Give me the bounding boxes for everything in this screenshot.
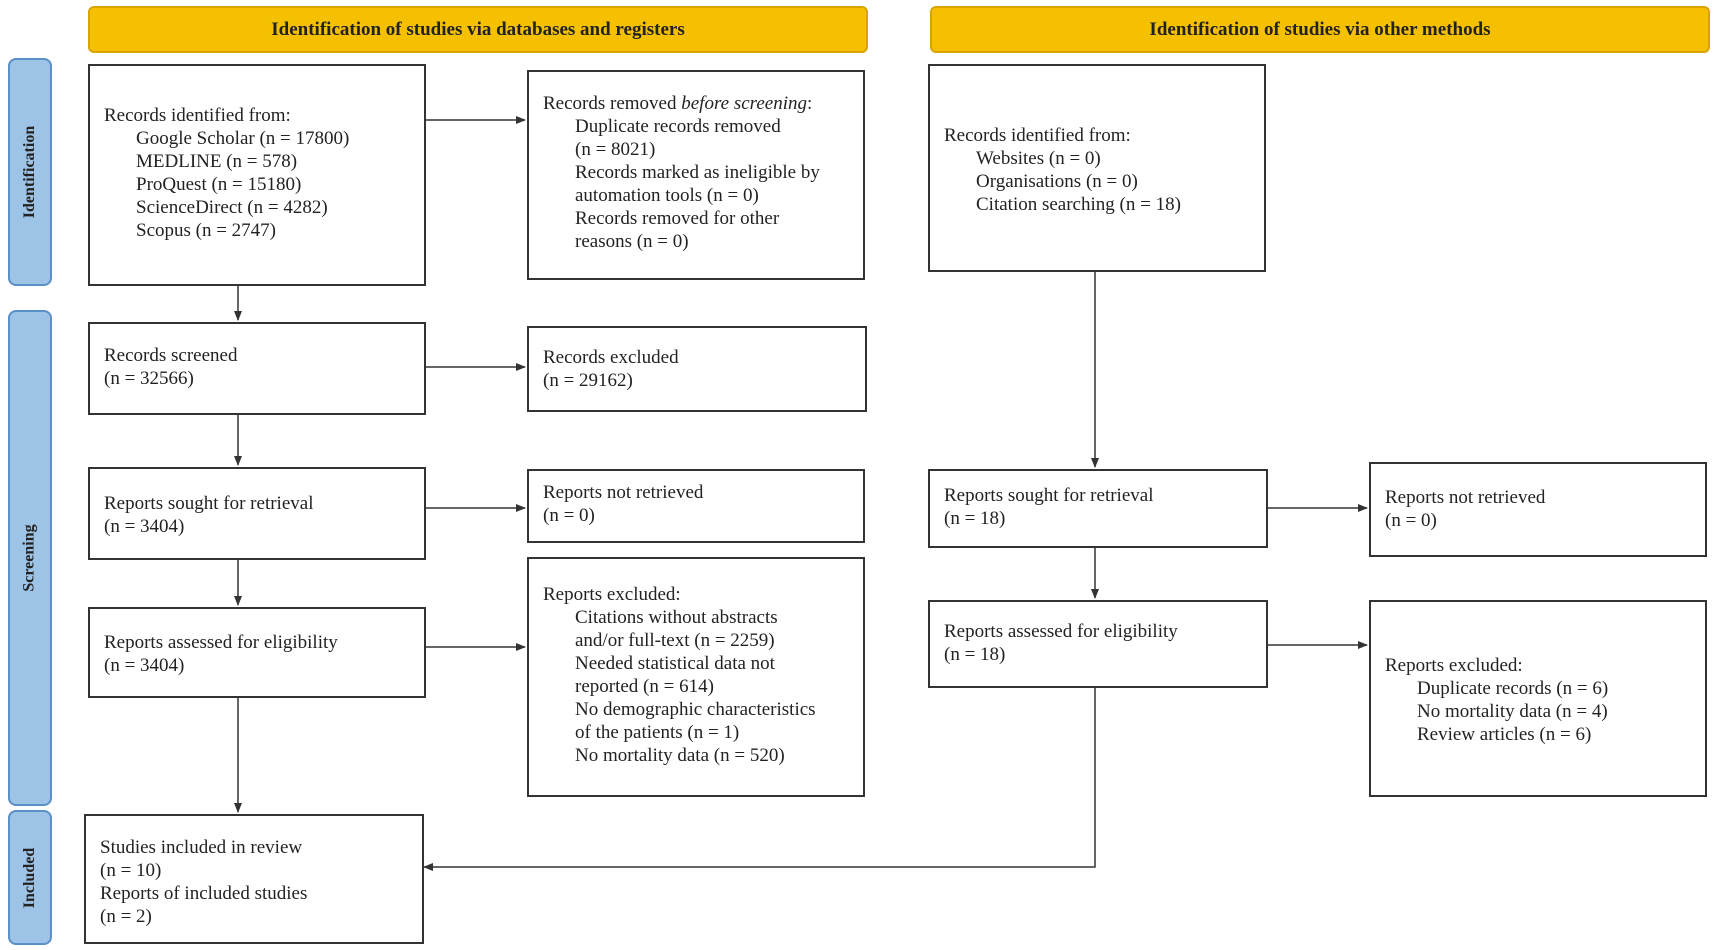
source-item: Google Scholar (n = 17800) bbox=[136, 128, 350, 149]
phase-screening: Screening bbox=[8, 310, 52, 806]
included-line: (n = 2) bbox=[100, 906, 152, 927]
reports-sought-count: (n = 3404) bbox=[104, 516, 185, 537]
removed-item: (n = 8021) bbox=[575, 139, 656, 160]
removed-item: automation tools (n = 0) bbox=[575, 185, 759, 206]
header-databases: Identification of studies via databases … bbox=[88, 6, 868, 53]
other-records-identified-box: Records identified from: Websites (n = 0… bbox=[928, 64, 1266, 272]
phase-included: Included bbox=[8, 810, 52, 945]
reports-excluded-title: Reports excluded: bbox=[543, 584, 681, 605]
studies-included-box: Studies included in review (n = 10) Repo… bbox=[84, 814, 424, 944]
excluded-item: Citations without abstracts bbox=[575, 607, 778, 628]
other-source-item: Citation searching (n = 18) bbox=[976, 194, 1181, 215]
other-reports-sought-count: (n = 18) bbox=[944, 508, 1006, 529]
reports-excluded-box: Reports excluded: Citations without abst… bbox=[527, 557, 865, 797]
included-line: Studies included in review bbox=[100, 837, 303, 858]
records-excluded-box: Records excluded (n = 29162) bbox=[527, 326, 867, 412]
phase-identification: Identification bbox=[8, 58, 52, 286]
other-reports-excluded-title: Reports excluded: bbox=[1385, 655, 1523, 676]
records-screened-label: Records screened bbox=[104, 345, 238, 366]
other-excluded-item: Review articles (n = 6) bbox=[1417, 724, 1592, 745]
other-source-item: Websites (n = 0) bbox=[976, 148, 1101, 169]
source-item: Scopus (n = 2747) bbox=[136, 220, 277, 241]
excluded-item: of the patients (n = 1) bbox=[575, 722, 740, 743]
other-reports-sought-box: Reports sought for retrieval (n = 18) bbox=[928, 469, 1268, 548]
other-reports-assessed-box: Reports assessed for eligibility (n = 18… bbox=[928, 600, 1268, 688]
records-removed-box: Records removed before screening: Duplic… bbox=[527, 70, 865, 280]
header-other-methods: Identification of studies via other meth… bbox=[930, 6, 1710, 53]
other-excluded-item: Duplicate records (n = 6) bbox=[1417, 678, 1609, 699]
removed-item: Records removed for other bbox=[575, 208, 780, 229]
excluded-item: reported (n = 614) bbox=[575, 676, 714, 697]
other-reports-assessed-label: Reports assessed for eligibility bbox=[944, 621, 1178, 642]
excluded-item: and/or full-text (n = 2259) bbox=[575, 630, 775, 651]
reports-assessed-count: (n = 3404) bbox=[104, 655, 185, 676]
reports-assessed-label: Reports assessed for eligibility bbox=[104, 632, 338, 653]
records-excluded-label: Records excluded bbox=[543, 347, 679, 368]
excluded-item: Needed statistical data not bbox=[575, 653, 775, 674]
source-item: ScienceDirect (n = 4282) bbox=[136, 197, 328, 218]
removed-item: Records marked as ineligible by bbox=[575, 162, 820, 183]
other-excluded-item: No mortality data (n = 4) bbox=[1417, 701, 1608, 722]
records-identified-title: Records identified from: bbox=[104, 105, 291, 126]
records-removed-title: Records removed before screening: bbox=[543, 93, 813, 114]
other-reports-excluded-box: Reports excluded: Duplicate records (n =… bbox=[1369, 600, 1707, 797]
records-screened-box: Records screened (n = 32566) bbox=[88, 322, 426, 415]
reports-not-retrieved-label: Reports not retrieved bbox=[543, 482, 704, 503]
reports-sought-box: Reports sought for retrieval (n = 3404) bbox=[88, 467, 426, 560]
other-reports-not-retrieved-box: Reports not retrieved (n = 0) bbox=[1369, 462, 1707, 557]
records-identified-box: Records identified from: Google Scholar … bbox=[88, 64, 426, 286]
source-item: MEDLINE (n = 578) bbox=[136, 151, 298, 172]
included-line: (n = 10) bbox=[100, 860, 162, 881]
reports-assessed-box: Reports assessed for eligibility (n = 34… bbox=[88, 607, 426, 698]
other-reports-assessed-count: (n = 18) bbox=[944, 644, 1006, 665]
other-source-item: Organisations (n = 0) bbox=[976, 171, 1138, 192]
arrow-other-assessed-to-included bbox=[423, 688, 1096, 871]
removed-item: Duplicate records removed bbox=[575, 116, 781, 137]
records-excluded-count: (n = 29162) bbox=[543, 370, 633, 391]
excluded-item: No mortality data (n = 520) bbox=[575, 745, 785, 766]
source-item: ProQuest (n = 15180) bbox=[136, 174, 302, 195]
other-reports-not-retrieved-label: Reports not retrieved bbox=[1385, 487, 1546, 508]
other-reports-sought-label: Reports sought for retrieval bbox=[944, 485, 1154, 506]
reports-not-retrieved-count: (n = 0) bbox=[543, 505, 595, 526]
other-records-identified-title: Records identified from: bbox=[944, 125, 1131, 146]
records-screened-count: (n = 32566) bbox=[104, 368, 194, 389]
included-line: Reports of included studies bbox=[100, 883, 308, 904]
other-reports-not-retrieved-count: (n = 0) bbox=[1385, 510, 1437, 531]
reports-sought-label: Reports sought for retrieval bbox=[104, 493, 314, 514]
removed-item: reasons (n = 0) bbox=[575, 231, 689, 252]
reports-not-retrieved-box: Reports not retrieved (n = 0) bbox=[527, 469, 865, 543]
excluded-item: No demographic characteristics bbox=[575, 699, 816, 720]
